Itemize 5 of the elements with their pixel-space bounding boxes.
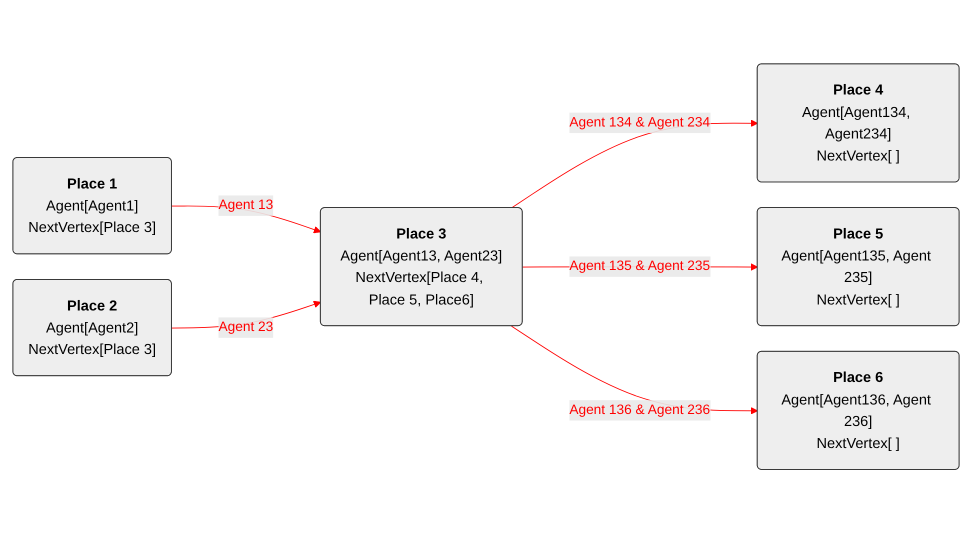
edge-label: Agent 134 & Agent 234: [569, 115, 710, 130]
edge-label: Agent 136 & Agent 236: [569, 402, 710, 418]
edge-label: Agent 23: [218, 320, 274, 334]
edge-label: Agent 13: [218, 198, 274, 212]
edge-label: Agent 135 & Agent 235: [569, 258, 710, 274]
